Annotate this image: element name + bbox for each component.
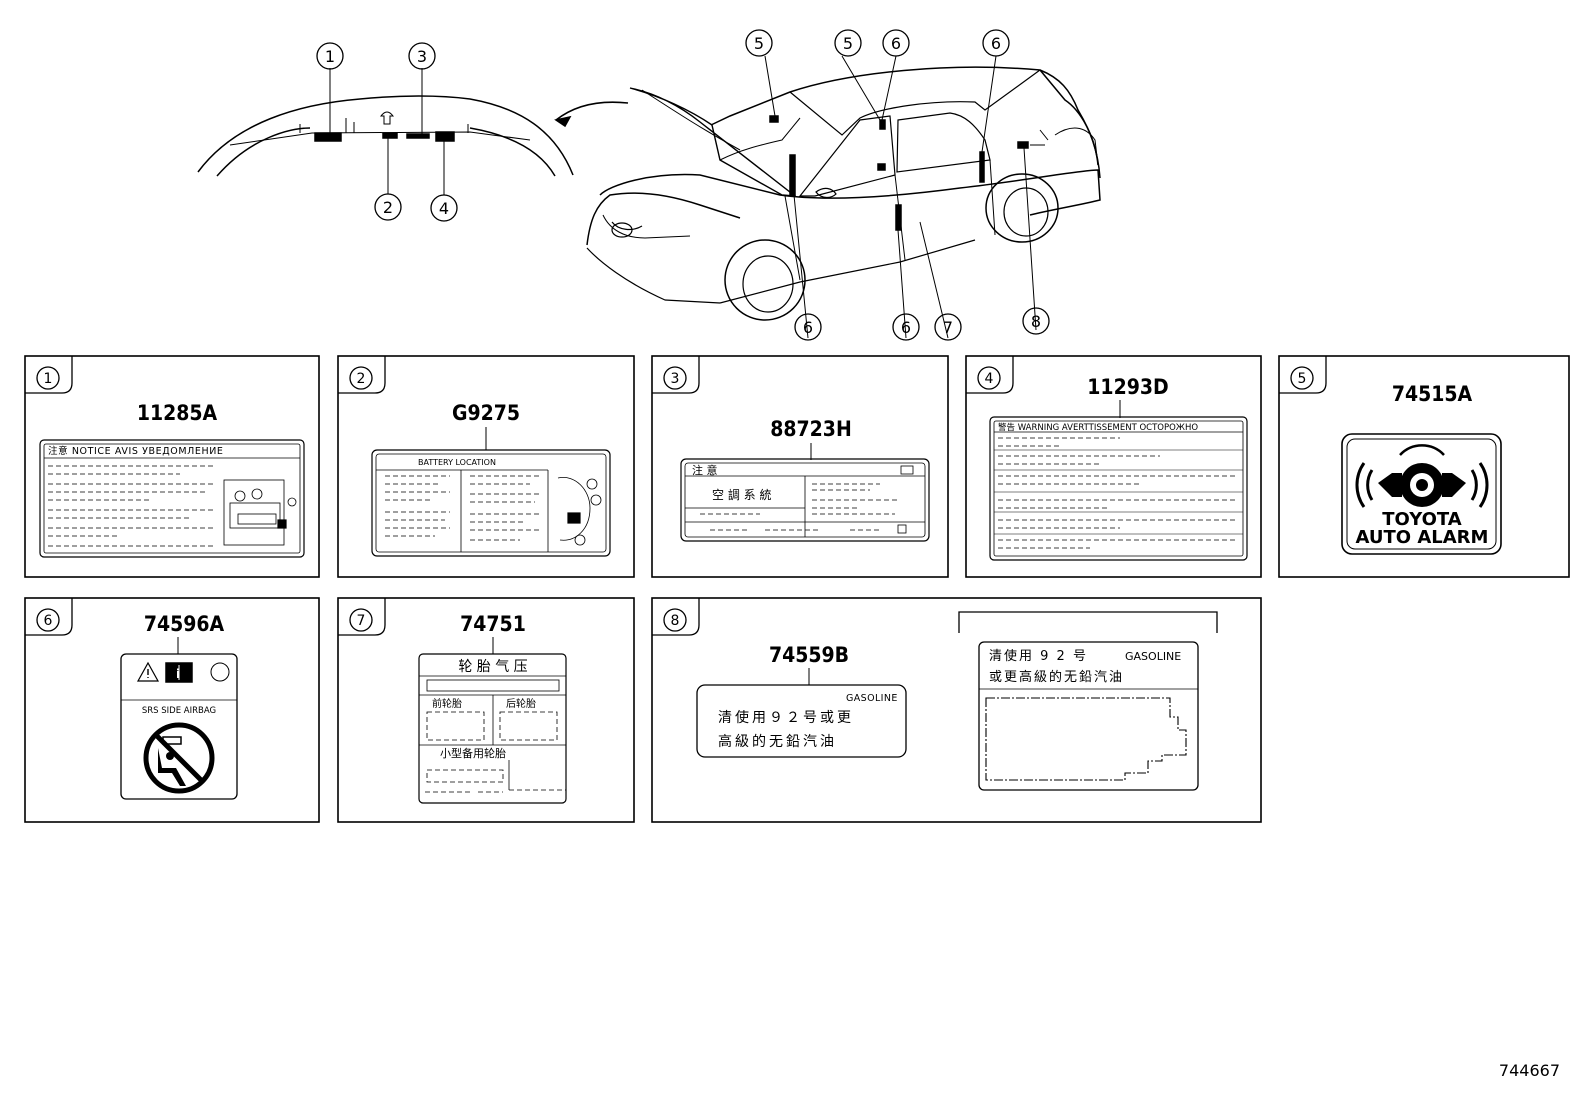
panel-8-number: 8	[671, 613, 680, 629]
panel-7-number: 7	[357, 613, 366, 629]
callout-5-b: 5	[843, 34, 853, 53]
fuel-line-1: 清使用９２号或更	[718, 709, 854, 726]
label-11285a: 11285A 注意 NOTICE AVIS УВЕДОМЛЕНИЕ	[39, 401, 305, 558]
callout-6-b: 6	[991, 34, 1001, 53]
panel-frames	[24, 355, 1570, 823]
fuel-alt-gasoline: GASOLINE	[1125, 650, 1181, 663]
fuel-alt-line-2: 或更高級的无鉛汽油	[989, 669, 1124, 685]
part-number-74751: 74751	[460, 612, 526, 636]
part-number-11293d: 11293D	[1087, 375, 1168, 399]
label-74596a: 74596A i SRS SIDE AIRBAG	[120, 612, 238, 800]
svg-text:i: i	[176, 667, 180, 681]
callout-3-a: 3	[417, 47, 427, 66]
alarm-siren-icon	[1355, 444, 1489, 508]
alarm-line-1: TOYOTA	[1382, 509, 1462, 530]
panel-6-number: 6	[44, 613, 53, 629]
callout-6-c: 6	[803, 318, 813, 337]
car-illustration	[586, 55, 1101, 339]
label-88723h: 88723H 注 意 空 調 系 統	[680, 417, 930, 542]
indicator-icon	[210, 662, 230, 682]
srs-side-airbag-caption: SRS SIDE AIRBAG	[142, 706, 216, 716]
label-74515a: 74515A TOYOTA AUTO ALARM	[1341, 382, 1502, 555]
callout-8-a: 8	[1031, 312, 1041, 331]
label-88723h-system: 空 調 系 統	[712, 488, 771, 502]
gasoline-label: GASOLINE	[846, 693, 898, 704]
label-11293d: 11293D 警告 WARNING AVERTTISSEMENT ОСТОРОЖ…	[989, 375, 1248, 561]
callout-7-a: 7	[943, 318, 953, 337]
part-number-g9275: G9275	[452, 401, 520, 425]
callout-5-a: 5	[754, 34, 764, 53]
fuel-line-2: 高級的无鉛汽油	[718, 733, 837, 750]
label-g9275: G9275 BATTERY LOCATION	[371, 401, 611, 557]
hood-underside-illustration	[197, 68, 629, 195]
part-number-88723h: 88723H	[770, 417, 852, 441]
callout-6-d: 6	[901, 318, 911, 337]
label-g9275-header: BATTERY LOCATION	[418, 458, 496, 467]
no-child-seat-icon	[143, 722, 215, 794]
panel-3-number: 3	[671, 371, 680, 387]
callout-markers	[316, 29, 1050, 341]
warning-triangle-icon	[136, 661, 160, 682]
diagram-id: 744667	[1499, 1061, 1560, 1080]
part-number-11285a: 11285A	[137, 401, 218, 425]
label-88723h-header: 注 意	[692, 463, 718, 477]
callout-1-a: 1	[325, 47, 335, 66]
part-number-74596a: 74596A	[144, 612, 225, 636]
callout-2-a: 2	[383, 198, 393, 217]
fuel-alt-line-1: 清使用 9 2 号	[989, 648, 1088, 664]
panel-2-number: 2	[357, 371, 366, 387]
spare-tire-label: 小型备用轮胎	[440, 746, 506, 760]
panel-5-number: 5	[1298, 371, 1307, 387]
label-11293d-header: 警告 WARNING AVERTTISSEMENT ОСТОРОЖНО	[998, 422, 1198, 433]
tire-pressure-title: 轮 胎 气 压	[458, 659, 527, 675]
callout-4-a: 4	[439, 199, 449, 218]
panel-4-number: 4	[985, 371, 994, 387]
alarm-line-2: AUTO ALARM	[1356, 527, 1489, 548]
manual-book-icon: i	[165, 662, 193, 683]
label-11285a-header: 注意 NOTICE AVIS УВЕДОМЛЕНИЕ	[48, 445, 224, 457]
callout-6-a: 6	[891, 34, 901, 53]
label-74559b: 74559B GASOLINE 清使用９２号或更 高級的无鉛汽油 清使用 9 2…	[696, 611, 1218, 791]
label-74751: 74751 轮 胎 气 压 前轮胎 后轮胎 小型备用轮胎	[418, 612, 567, 804]
rear-tire-label: 后轮胎	[506, 697, 536, 710]
part-number-74559b: 74559B	[769, 643, 849, 667]
panel-1-number: 1	[44, 371, 53, 387]
front-tire-label: 前轮胎	[432, 697, 462, 710]
part-number-74515a: 74515A	[1392, 382, 1473, 406]
